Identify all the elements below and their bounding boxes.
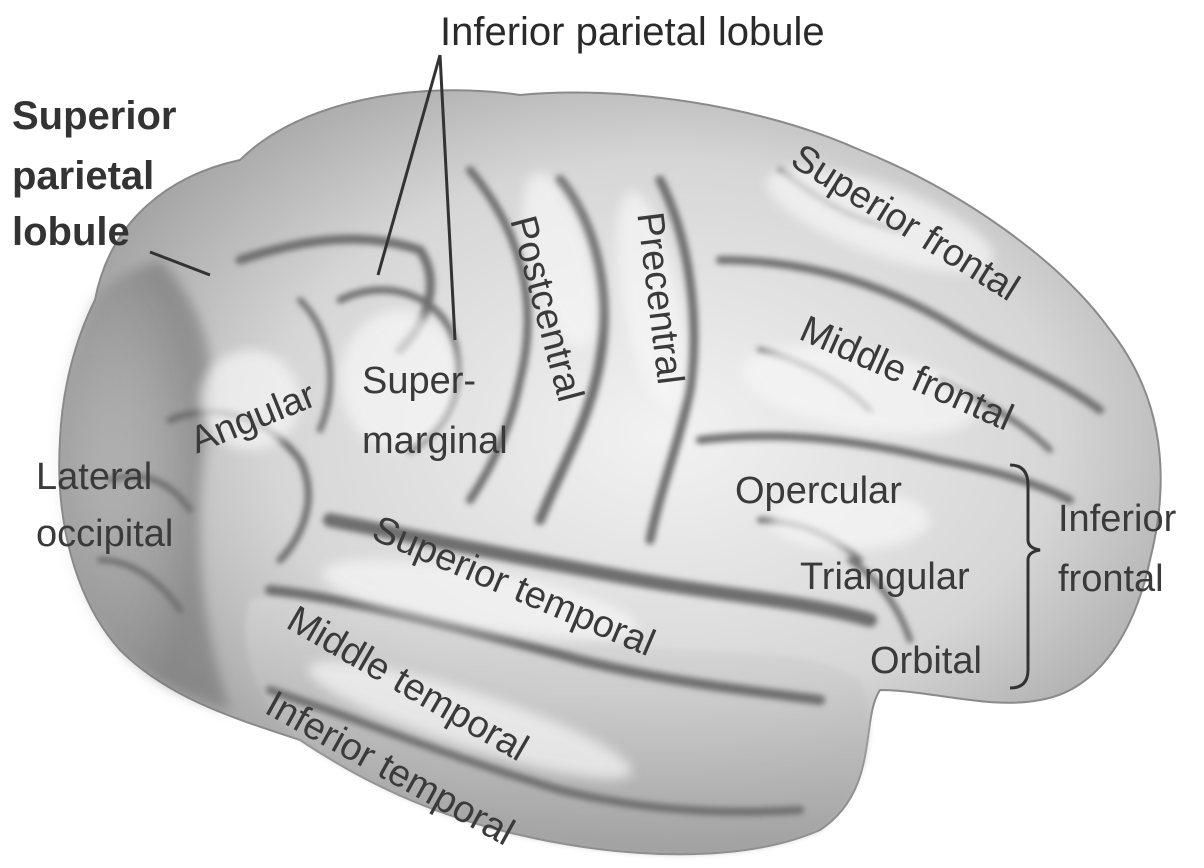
label-lateral-occipital-line1: Lateral — [36, 458, 152, 496]
label-inferior-frontal-line2: frontal — [1058, 560, 1164, 598]
label-opercular: Opercular — [735, 472, 902, 510]
label-triangular: Triangular — [800, 558, 970, 596]
label-supramarginal-line2: marginal — [362, 422, 508, 460]
label-orbital: Orbital — [870, 642, 982, 680]
label-inferior-frontal-line1: Inferior — [1058, 500, 1176, 538]
label-superior-parietal-lobule-line2: parietal — [12, 156, 154, 196]
label-lateral-occipital-line2: occipital — [36, 515, 173, 553]
label-superior-parietal-lobule-line1: Superior — [12, 96, 176, 136]
label-supramarginal-line1: Super- — [362, 362, 476, 400]
label-inferior-parietal-lobule: Inferior parietal lobule — [440, 12, 825, 52]
label-superior-parietal-lobule-line3: lobule — [12, 212, 130, 252]
